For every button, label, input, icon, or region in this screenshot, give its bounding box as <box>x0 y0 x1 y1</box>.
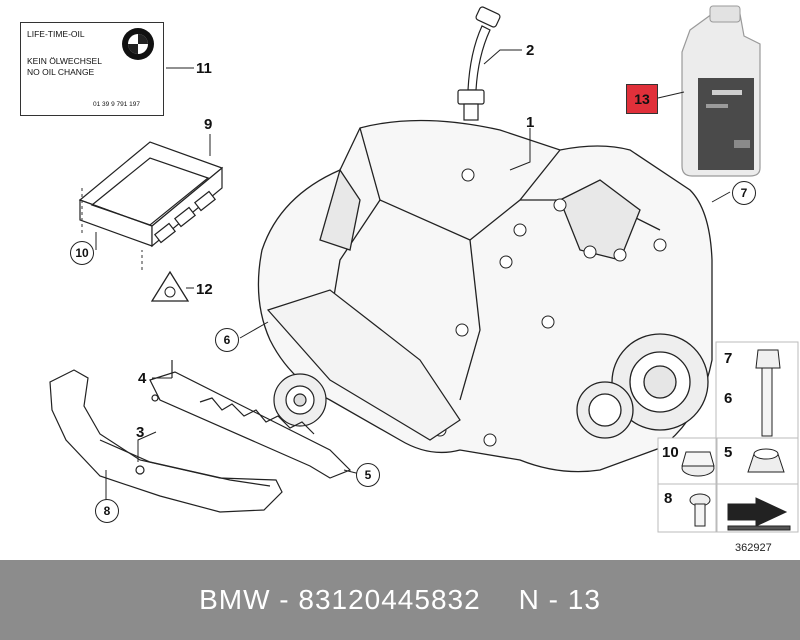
callout-10: 10 <box>70 241 94 265</box>
exploded-parts-diagram <box>49 5 799 533</box>
control-unit <box>78 141 224 248</box>
footer-bar: BMW - 83120445832 N - 13 <box>0 560 800 640</box>
bracket-toothed <box>149 360 352 479</box>
panel-number-6: 6 <box>724 390 733 407</box>
callout-11: 11 <box>196 60 212 77</box>
panel-number-10: 10 <box>662 444 679 461</box>
callout-3: 3 <box>136 424 145 441</box>
leader-lines <box>95 49 731 500</box>
callout-1: 1 <box>526 114 535 131</box>
callout-12: 12 <box>196 281 213 298</box>
callout-7: 7 <box>732 181 756 205</box>
callout-5: 5 <box>356 463 380 487</box>
callout-8: 8 <box>95 499 119 523</box>
footer-position: N - 13 <box>518 584 601 615</box>
diagram-id: 362927 <box>735 542 772 554</box>
callout-4: 4 <box>138 370 147 387</box>
footer-part-number: BMW - 83120445832 <box>199 584 481 615</box>
panel-number-7: 7 <box>724 350 733 367</box>
bmw-logo-icon <box>122 28 154 60</box>
panel-number-5: 5 <box>724 444 733 461</box>
callout-6: 6 <box>215 328 239 352</box>
fastener-panel <box>657 341 799 533</box>
panel-number-8: 8 <box>664 490 673 507</box>
input-flange <box>266 289 461 441</box>
warning-sticker <box>141 250 190 302</box>
oil-label-part-code: 01 39 9 791 197 <box>93 101 140 108</box>
oil-label-german: KEIN ÖLWECHSEL <box>27 56 102 66</box>
oil-label-title: LIFE-TIME-OIL <box>27 29 85 39</box>
callout-13-highlight: 13 <box>626 84 658 114</box>
oil-label-english: NO OIL CHANGE <box>27 67 95 77</box>
vent-tube <box>457 6 501 121</box>
oil-bottle <box>681 5 761 177</box>
callout-2: 2 <box>526 42 535 59</box>
heat-shield <box>49 369 283 513</box>
oil-label-sticker: LIFE-TIME-OIL KEIN ÖLWECHSEL NO OIL CHAN… <box>20 22 164 116</box>
callout-9: 9 <box>204 116 213 133</box>
